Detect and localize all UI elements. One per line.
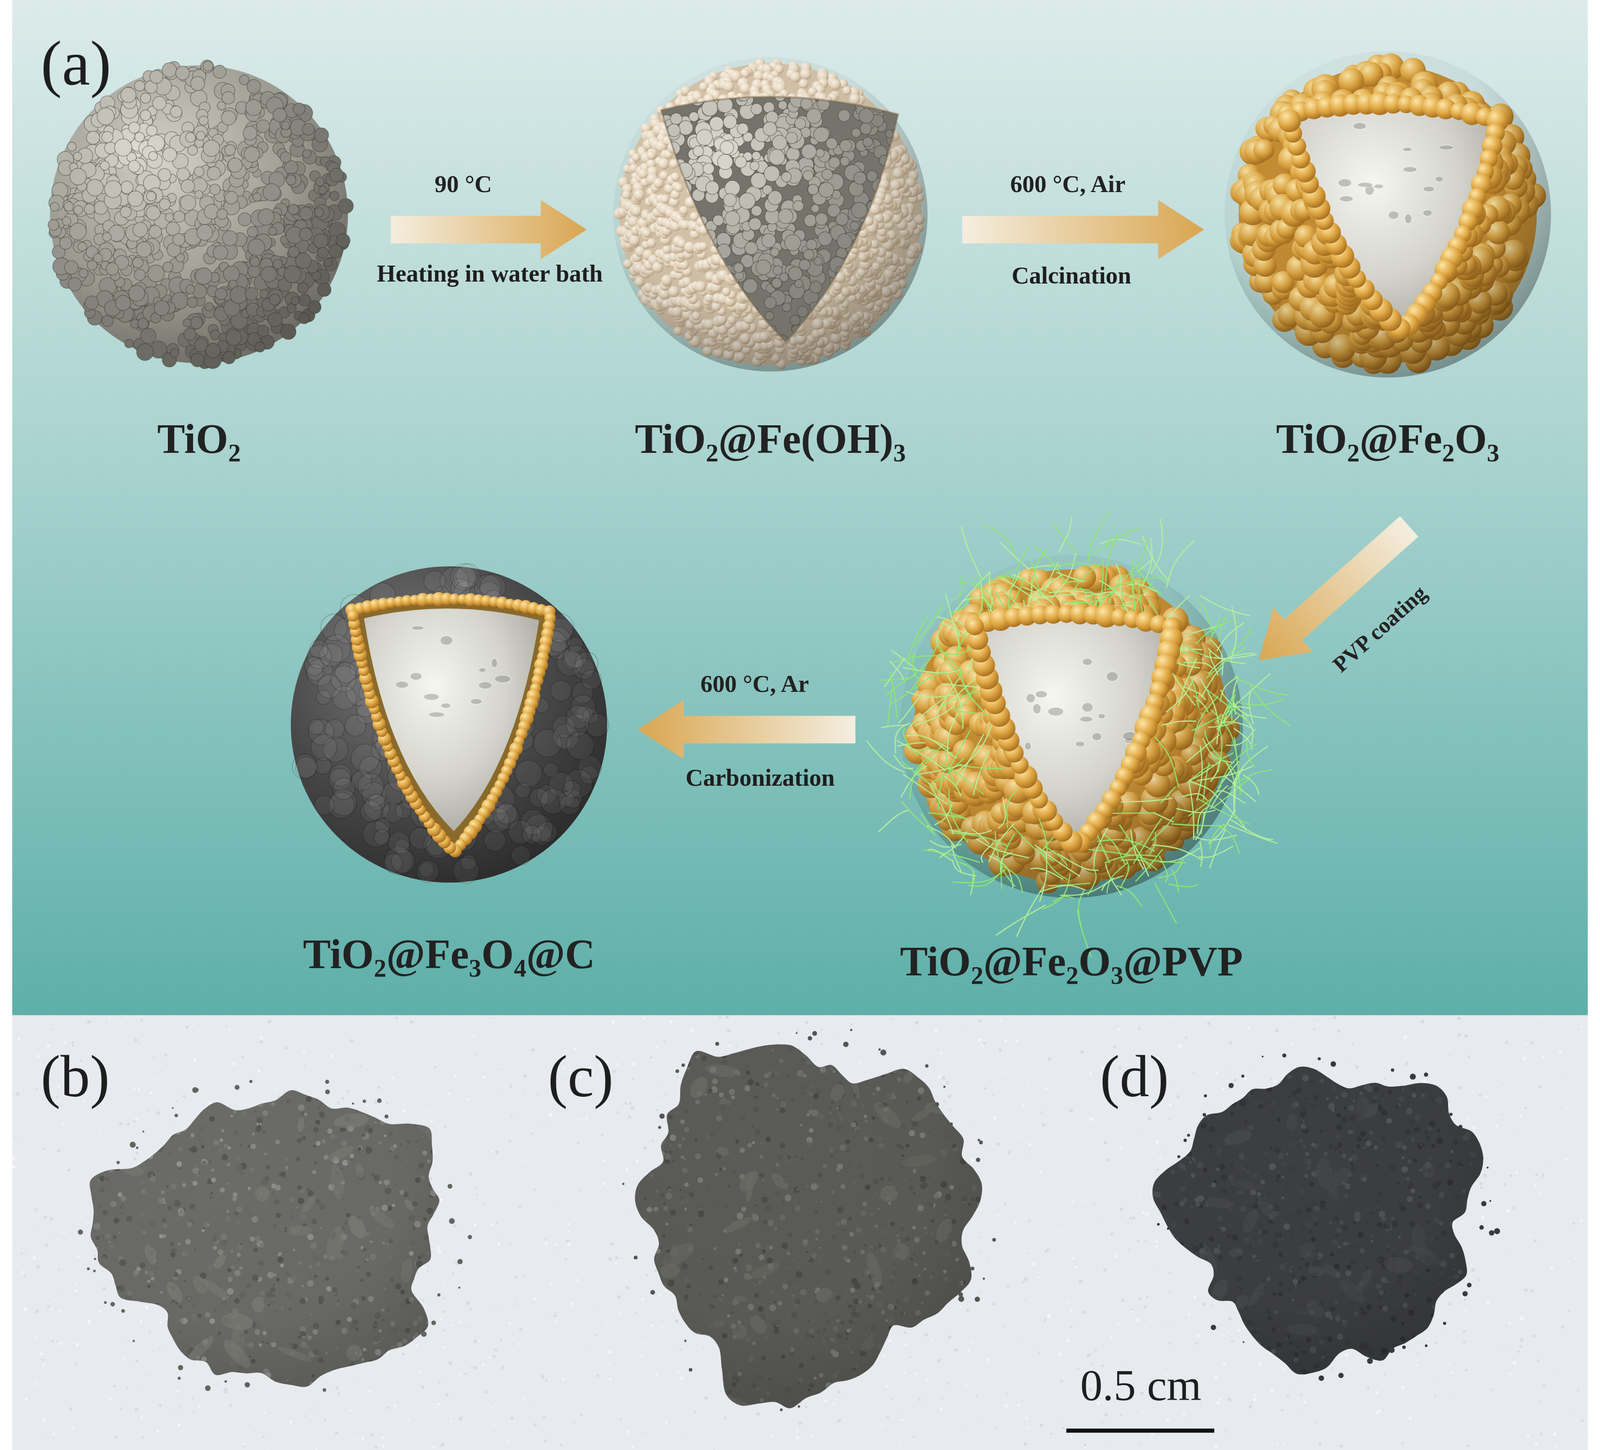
figure-stage: TiO₂TiO₂@Fe(OH)₃TiO₂@Fe₂O₃TiO₂@Fe₃O₄@CTi…	[0, 0, 1600, 1450]
